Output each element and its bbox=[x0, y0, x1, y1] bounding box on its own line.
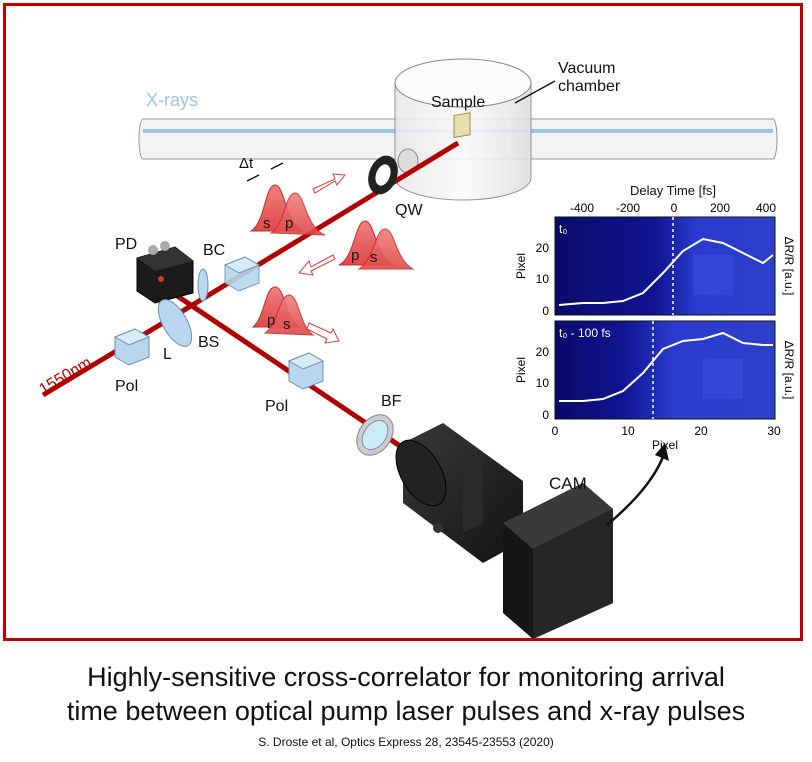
bc-label: BC bbox=[203, 242, 225, 259]
delta-t-arrows bbox=[246, 162, 284, 182]
caption-line-2: time between optical pump laser pulses a… bbox=[66, 696, 746, 726]
bf-label: BF bbox=[381, 393, 402, 410]
pd-label: PD bbox=[115, 236, 137, 253]
vacuum-chamber bbox=[394, 58, 532, 201]
polarizer-left-icon bbox=[113, 328, 151, 366]
top-tick: 200 bbox=[710, 201, 730, 215]
camera-icon bbox=[395, 423, 613, 638]
figure-frame: X-rays Sample Vacuum chamber QW s p Δt p… bbox=[3, 3, 803, 641]
vacuum-chamber-label-line1: Vacuum bbox=[558, 60, 616, 77]
beam-combiner-icon bbox=[223, 256, 261, 292]
top-tick: -400 bbox=[570, 201, 594, 215]
y-axis-label-1: Pixel bbox=[514, 253, 528, 279]
top-axis-ticks: -400 -200 0 200 400 bbox=[570, 201, 776, 215]
bottom-tick: 0 bbox=[552, 424, 559, 438]
vacuum-chamber-pointer bbox=[514, 80, 556, 104]
quarter-waveplate-icon bbox=[368, 155, 398, 195]
inset-plot: Delay Time [fs] -400 -200 0 200 400 t₀ t… bbox=[514, 183, 796, 452]
caption-reference: S. Droste et al, Optics Express 28, 2354… bbox=[258, 735, 554, 749]
pulse-s-label-2: s bbox=[370, 249, 378, 266]
panel2-tag: t₀ - 100 fs bbox=[559, 326, 611, 340]
pulse-p-label-2: p bbox=[351, 247, 359, 264]
right-axis-label-1: ΔR/R [a.u.] bbox=[782, 237, 796, 296]
qw-label: QW bbox=[395, 202, 423, 219]
beam-splitter-icon bbox=[197, 268, 209, 302]
y-tick: 0 bbox=[542, 408, 549, 422]
arrow-head-icon bbox=[655, 443, 669, 461]
pulse-p-label-3: p bbox=[267, 312, 275, 329]
top-axis-label: Delay Time [fs] bbox=[630, 183, 716, 198]
pol-left-label: Pol bbox=[115, 378, 138, 395]
vacuum-chamber-label-line2: chamber bbox=[558, 78, 621, 95]
lens-label: L bbox=[163, 346, 172, 363]
forward-arrow-icon-2 bbox=[306, 322, 340, 344]
pulse-p-label-1: p bbox=[285, 215, 293, 232]
top-tick: -200 bbox=[616, 201, 640, 215]
panel1-tag: t₀ bbox=[559, 222, 567, 236]
delta-t-label: Δt bbox=[239, 155, 254, 172]
setup-diagram: X-rays Sample Vacuum chamber QW s p Δt p… bbox=[36, 58, 796, 638]
trace-panel-1 bbox=[558, 237, 774, 306]
caption-line-1: Highly-sensitive cross-correlator for mo… bbox=[87, 662, 725, 692]
sample-icon bbox=[453, 112, 471, 139]
top-tick: 0 bbox=[671, 201, 678, 215]
bs-label: BS bbox=[198, 334, 219, 351]
y-axis-ticks: 20 10 0 20 10 0 bbox=[536, 241, 550, 422]
bottom-tick: 20 bbox=[694, 424, 708, 438]
top-tick: 400 bbox=[756, 201, 776, 215]
camera-to-plot-arrow bbox=[606, 456, 665, 526]
right-axis-label-2: ΔR/R [a.u.] bbox=[782, 341, 796, 400]
y-tick: 10 bbox=[536, 272, 550, 286]
pol-right-label: Pol bbox=[265, 398, 288, 415]
pulse-s-label-3: s bbox=[283, 316, 291, 333]
bottom-axis-ticks: 0 10 20 30 bbox=[552, 424, 781, 438]
sample-label: Sample bbox=[431, 94, 485, 111]
forward-arrow-icon-1 bbox=[312, 173, 346, 194]
backward-arrow-icon bbox=[298, 254, 336, 276]
cam-label: CAM bbox=[549, 474, 587, 493]
bottom-tick: 10 bbox=[621, 424, 635, 438]
pulse-pair-3 bbox=[251, 286, 315, 336]
pulse-pair-2 bbox=[338, 220, 415, 270]
y-axis-label-2: Pixel bbox=[514, 357, 528, 383]
y-tick: 20 bbox=[536, 345, 550, 359]
pulse-s-label-1: s bbox=[263, 215, 271, 232]
polarizer-right-icon bbox=[287, 352, 325, 390]
lens-icon bbox=[157, 299, 193, 347]
photodiode-icon bbox=[136, 241, 194, 304]
wavelength-label: 1550nm bbox=[36, 354, 94, 398]
y-tick: 10 bbox=[536, 376, 550, 390]
trace-panel-2 bbox=[559, 331, 773, 402]
pulse-pair-1 bbox=[249, 184, 326, 236]
bottom-axis-label: Pixel bbox=[652, 438, 678, 452]
heatmap-panel-1 bbox=[554, 216, 776, 316]
xrays-label: X-rays bbox=[146, 90, 198, 110]
y-tick: 0 bbox=[542, 304, 549, 318]
y-tick: 20 bbox=[536, 241, 550, 255]
bandpass-filter-icon bbox=[356, 414, 394, 456]
bottom-tick: 30 bbox=[767, 424, 781, 438]
